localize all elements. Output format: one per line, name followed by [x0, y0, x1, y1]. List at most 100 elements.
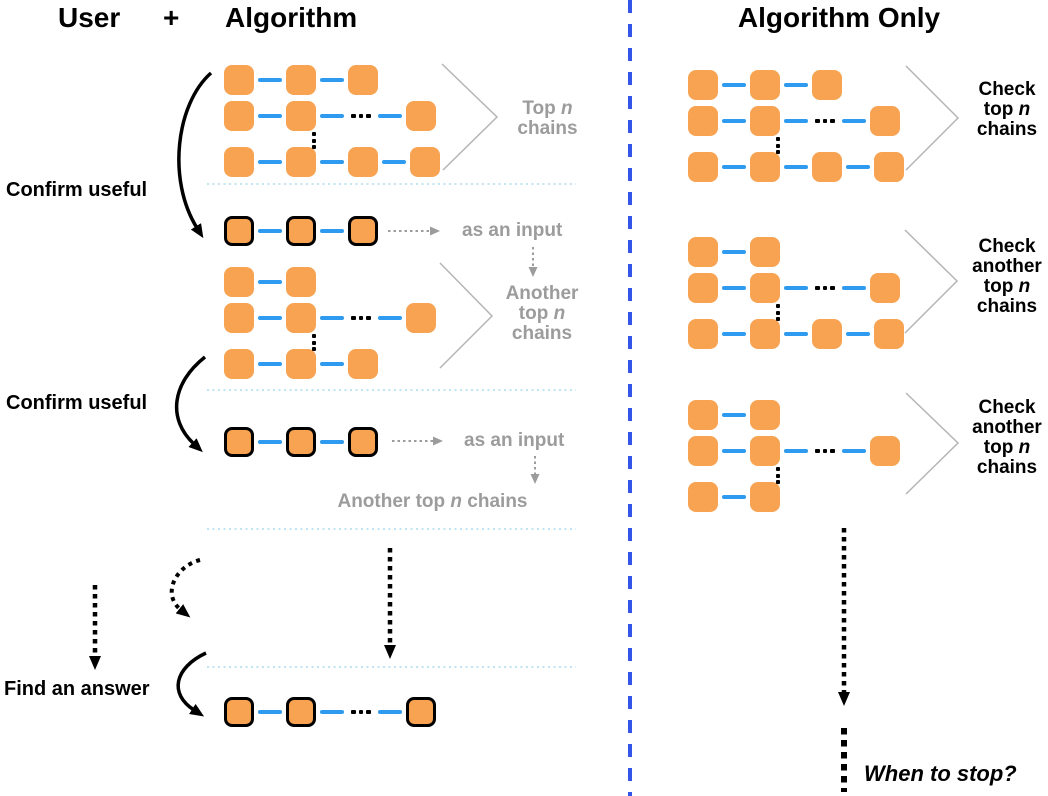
chain-node-selected: [406, 697, 436, 727]
chain-node: [224, 101, 254, 131]
chain-link: [718, 237, 750, 267]
chain-row: [688, 237, 904, 267]
chain-link: [780, 152, 812, 182]
chain-link: [254, 303, 286, 333]
chain-link: [316, 101, 348, 131]
chain-node: [688, 152, 718, 182]
chain-node: [224, 303, 254, 333]
chain-link: [254, 101, 286, 131]
chain-group-check-another-2: [688, 400, 900, 512]
chain-node: [410, 147, 440, 177]
chain-node: [750, 273, 780, 303]
chain-link: [316, 697, 348, 727]
chain-link: [780, 436, 812, 466]
chevron-right-icon: [905, 65, 960, 171]
chain-group-check-another-1: [688, 237, 904, 349]
chain-link: [718, 482, 750, 512]
chain-node-selected: [286, 697, 316, 727]
chain-row: [688, 482, 900, 512]
chain-node: [750, 152, 780, 182]
chain-row: [224, 216, 378, 246]
chain-link: [842, 319, 874, 349]
chain-link: [254, 65, 286, 95]
chain-row: [224, 303, 436, 333]
chain-row: [688, 273, 904, 303]
chain-node: [688, 482, 718, 512]
chain-link: [718, 319, 750, 349]
chain-row: [688, 106, 904, 136]
chain-node: [870, 106, 900, 136]
chain-node: [870, 436, 900, 466]
chain-link: [780, 106, 812, 136]
chain-link: [838, 106, 870, 136]
chain-link: [718, 273, 750, 303]
chain-node: [286, 303, 316, 333]
chevron-right-icon: [905, 392, 960, 495]
chain-row: [688, 70, 904, 100]
chain-node: [750, 106, 780, 136]
chain-node-selected: [224, 697, 254, 727]
when-to-stop-label: When to stop?: [864, 761, 1017, 786]
chain-link: [378, 147, 410, 177]
chain-row: [688, 436, 900, 466]
as-an-input-label-2: as an input: [464, 430, 565, 451]
chevron-right-icon: [439, 262, 494, 369]
chain-node: [750, 70, 780, 100]
left-panel-title-plus: +: [163, 2, 180, 33]
chain-link: [374, 697, 406, 727]
find-answer-arrow: [176, 651, 207, 717]
ellipsis-horizontal-icon: [812, 436, 838, 466]
chain-row: [224, 427, 378, 457]
chain-link: [374, 101, 406, 131]
chain-group-another-top-n: [224, 267, 436, 379]
answer-chain: [224, 697, 436, 727]
chain-link: [842, 152, 874, 182]
chain-node: [750, 319, 780, 349]
chain-link: [254, 147, 286, 177]
left-panel-title-algorithm: Algorithm: [225, 2, 358, 33]
chain-node-selected: [224, 216, 254, 246]
chain-node: [688, 400, 718, 430]
chain-group-check-top-n: [688, 70, 904, 182]
chain-node: [286, 147, 316, 177]
ellipsis-horizontal-icon: [812, 273, 838, 303]
chain-link: [838, 436, 870, 466]
chain-link: [780, 70, 812, 100]
chain-group-top-n: [224, 65, 440, 177]
chain-node: [874, 152, 904, 182]
ellipsis-horizontal-icon: [348, 697, 374, 727]
chain-link: [316, 147, 348, 177]
chain-link: [316, 216, 348, 246]
selected-chain-1: [224, 216, 378, 246]
chain-node: [688, 436, 718, 466]
chevron-right-icon: [904, 229, 959, 334]
chain-link: [316, 303, 348, 333]
chain-node: [224, 147, 254, 177]
ellipsis-vertical-icon: [312, 334, 316, 351]
chain-node: [812, 70, 842, 100]
ellipsis-vertical-icon: [776, 137, 780, 154]
chain-link: [254, 267, 286, 297]
chain-node: [688, 106, 718, 136]
chain-node: [870, 273, 900, 303]
another-top-n-chains-inline-label: Another top n chains: [337, 491, 528, 512]
chain-row: [224, 697, 436, 727]
chain-node: [286, 349, 316, 379]
selected-chain-2: [224, 427, 378, 457]
chain-link: [254, 427, 286, 457]
chevron-right-icon: [441, 63, 499, 171]
ellipsis-horizontal-icon: [812, 106, 838, 136]
chain-node-selected: [286, 427, 316, 457]
chain-node: [348, 65, 378, 95]
chain-node-selected: [348, 427, 378, 457]
chain-node: [688, 70, 718, 100]
find-an-answer-label: Find an answer: [4, 678, 150, 700]
chain-node: [812, 152, 842, 182]
chain-link: [316, 427, 348, 457]
chain-node: [286, 267, 316, 297]
